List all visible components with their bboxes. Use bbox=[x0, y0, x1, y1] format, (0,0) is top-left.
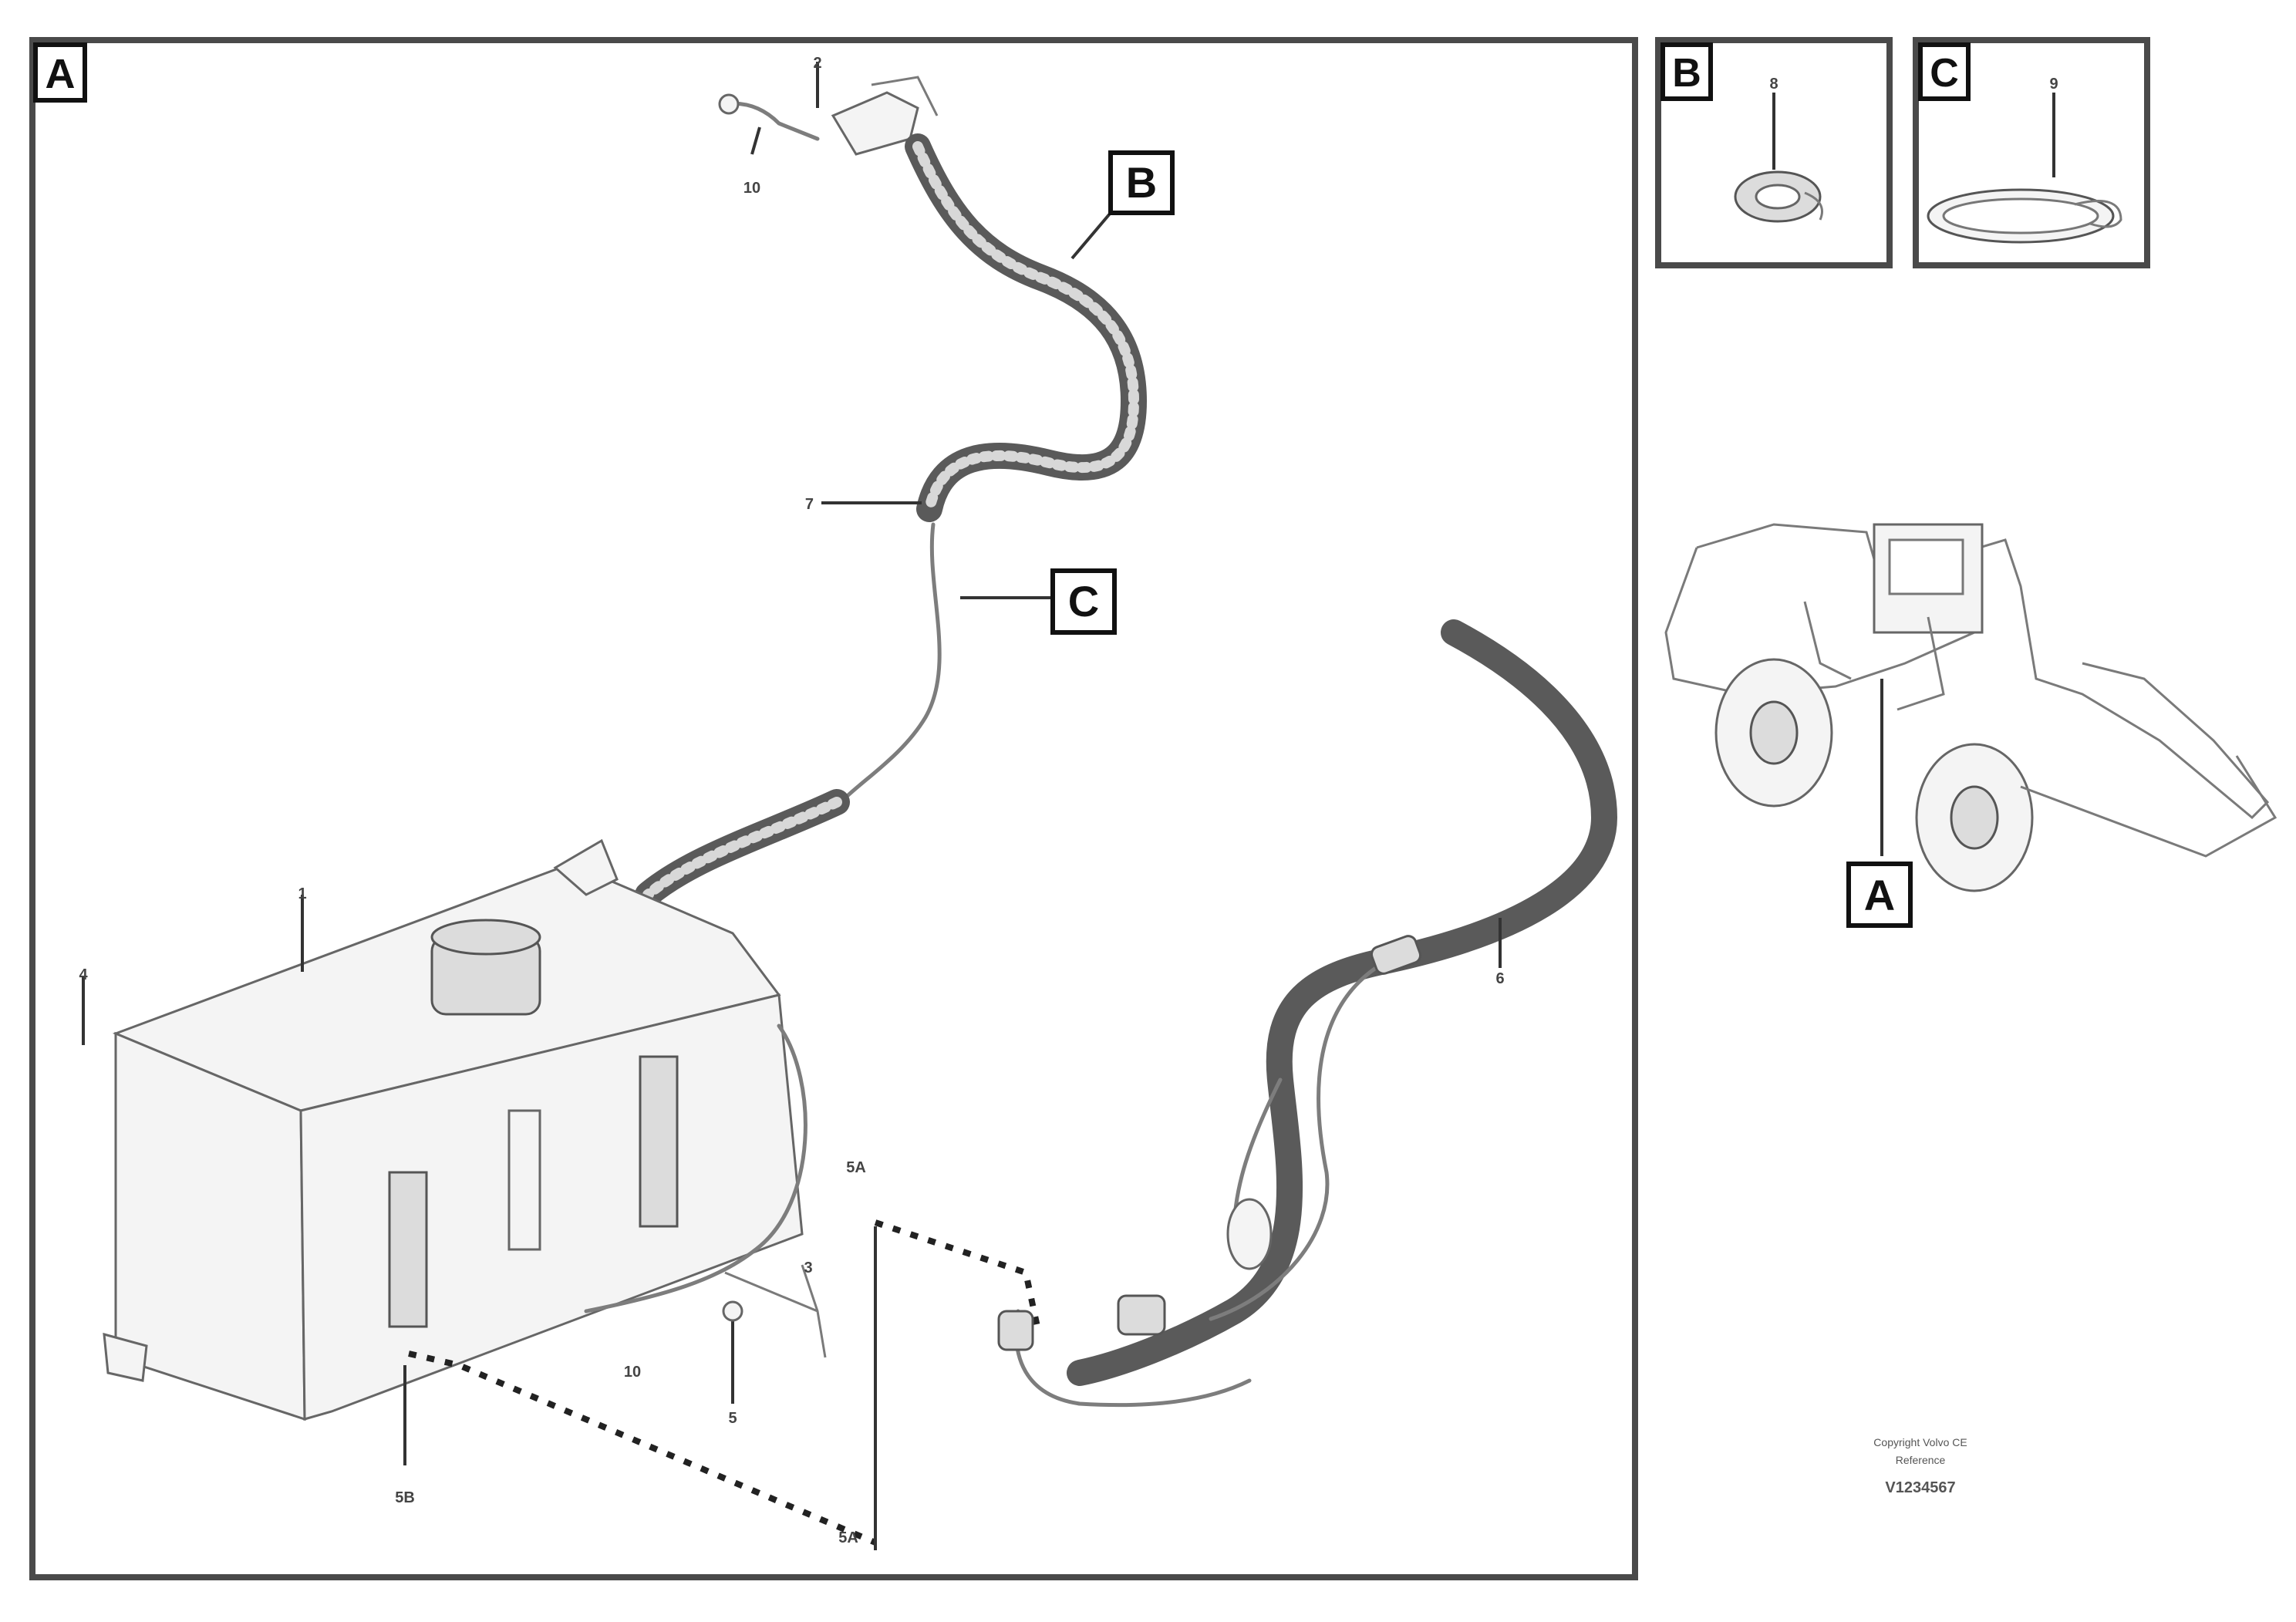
part-number-clamp: 10 bbox=[624, 1364, 641, 1381]
footer-copyright: Copyright Volvo CE bbox=[1873, 1436, 1967, 1448]
part-number-dashed-end: 5A bbox=[838, 1529, 858, 1546]
part-number-detail-c: 9 bbox=[2049, 76, 2058, 93]
view-label-a: A bbox=[33, 42, 87, 103]
part-number-top-left: 10 bbox=[743, 180, 760, 197]
part-number-bottom: 5B bbox=[395, 1489, 415, 1506]
view-label-c: C bbox=[1918, 42, 1971, 101]
view-label-b: B bbox=[1660, 42, 1713, 101]
part-number-detail-b: 8 bbox=[1769, 76, 1778, 93]
hose-b bbox=[905, 133, 1147, 522]
part-number-fitting: 7 bbox=[805, 496, 814, 513]
footer-reference: Reference bbox=[1896, 1454, 1946, 1466]
clamp-part-b bbox=[1734, 93, 1823, 223]
part-number-top: 2 bbox=[813, 55, 821, 72]
washer-tank bbox=[103, 838, 827, 1421]
svg-text:B: B bbox=[1672, 51, 1701, 96]
part-number-bracket: 3 bbox=[804, 1259, 812, 1276]
svg-text:C: C bbox=[1068, 577, 1099, 626]
cable-harness bbox=[997, 619, 1617, 1408]
wheel-loader-locator bbox=[1664, 523, 2277, 892]
top-fitting bbox=[718, 62, 939, 156]
svg-text:A: A bbox=[46, 51, 76, 97]
detail-view-c-frame bbox=[1913, 37, 2150, 268]
part-number-cable: 6 bbox=[1495, 970, 1504, 987]
detail-view-b-frame bbox=[1655, 37, 1893, 268]
part-number-sensor-right: 5A bbox=[846, 1159, 866, 1176]
part-number-tank: 1 bbox=[298, 885, 306, 902]
callout-hose-b: B bbox=[1108, 150, 1175, 215]
callout-machine-a: A bbox=[1846, 862, 1913, 928]
svg-text:C: C bbox=[1930, 51, 1959, 96]
tank-inlet-hose bbox=[635, 789, 850, 908]
part-number-tank-left: 4 bbox=[79, 966, 88, 983]
callout-line-c: C bbox=[1050, 568, 1117, 635]
line-c bbox=[838, 522, 942, 804]
svg-text:A: A bbox=[1864, 871, 1895, 919]
footer-code: V1234567 bbox=[1885, 1479, 1955, 1496]
clip-part-c bbox=[1927, 93, 2122, 244]
part-number-bolt: 5 bbox=[728, 1410, 737, 1427]
svg-text:B: B bbox=[1126, 158, 1157, 207]
dashed-connection-lower bbox=[408, 1351, 877, 1546]
main-view-frame bbox=[29, 37, 1638, 1580]
